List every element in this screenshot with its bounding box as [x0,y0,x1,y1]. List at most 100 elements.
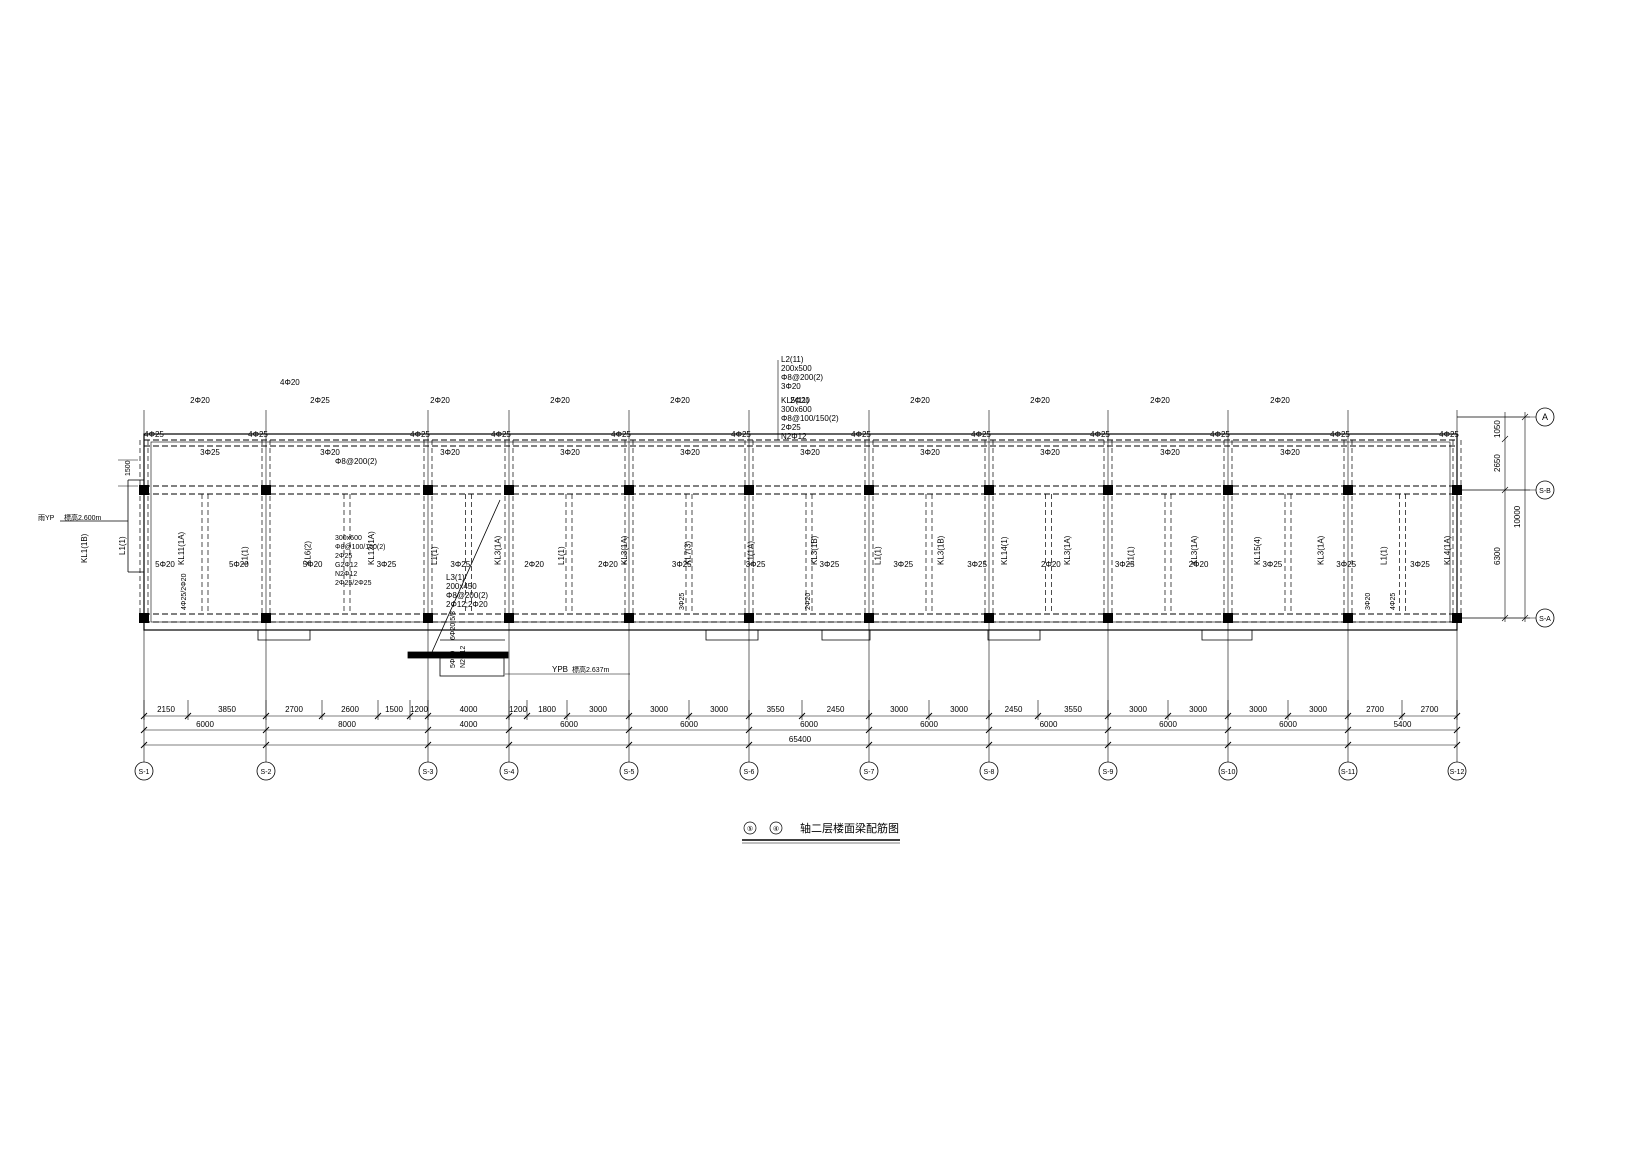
kl5-line-3: 2Φ25 [781,423,801,432]
axis-number-bubble [256,761,276,781]
corridor-label: 3Φ20 [1040,448,1060,457]
axis-number-bubble [979,761,999,781]
sub-dim: 4000 [460,705,478,714]
axis-number-bubble [619,761,639,781]
lower-label: 3Φ25 [1336,560,1356,569]
axis-number-label: S-9 [1103,769,1114,776]
bottom-dimension-lines [144,715,1457,746]
kl5-line-1: 300x600 [781,405,812,414]
sub-dim: 3850 [218,705,236,714]
column [1343,485,1353,495]
longitudinal-beams [144,439,1457,623]
transverse-beams [139,440,1462,622]
sub-dim: 2700 [1421,705,1439,714]
kl5-line-4: N2Φ12 [781,432,807,441]
right-dim-bottom: 6300 [1493,547,1502,565]
axis-number-bubble [1447,761,1467,781]
column [864,613,874,623]
corridor-label: 3Φ20 [1160,448,1180,457]
column [1343,613,1353,623]
vertical-beam-note: Φ8@100/150(2) [335,544,385,551]
title-text: 轴二层楼面梁配筋图 [800,821,899,835]
lower-label: 3Φ25 [1262,560,1282,569]
column [624,613,634,623]
corridor-label: 3Φ25 [200,448,220,457]
axis-number-label: S-1 [139,769,150,776]
support-label: 4Φ25 [1330,430,1350,439]
axis-number-label: S-8 [984,769,995,776]
sub-dim: 2700 [285,705,303,714]
vertical-beam-label: KL7(3) [683,541,692,565]
sub-dim: 1500 [385,705,403,714]
column [261,485,271,495]
title-bubble-a-label: ⑤ [747,825,753,833]
vertical-beam-label: KL3(1A) [1190,535,1199,565]
lower-label: 5Φ20 [229,560,249,569]
bay-dim: 6000 [1159,720,1177,729]
l2-line-1: 200x500 [781,364,812,373]
support-label: 4Φ25 [1210,430,1230,439]
axis-label-a: A [1542,412,1548,422]
axis-bubble-sa [1535,608,1555,628]
top-rebar-label: 2Φ20 [790,396,810,405]
sub-dim: 3000 [950,705,968,714]
bay-dim: 5400 [1394,720,1412,729]
top-rebar-label: 2Φ20 [190,396,210,405]
vertical-beam-label: KL6(2) [304,541,313,565]
axis-bubble-sb [1535,480,1555,500]
sub-dim: 3550 [767,705,785,714]
l3-line-0: L3(1) [446,573,465,582]
axis-number-bubble [499,761,519,781]
support-label: 4Φ25 [144,430,164,439]
lower-label: 5Φ20 [155,560,175,569]
kl5-line-0: KL5(11) [781,396,809,405]
stair-note-0: 6Φ20 5/3 [450,611,457,640]
bay-dim: 6000 [196,720,214,729]
column [139,613,149,623]
axis-number-bubble [1098,761,1118,781]
support-label: 4Φ25 [731,430,751,439]
beam-callout-l2: L2(11) 200x500 Φ8@200(2) 3Φ20 KL5(11) 30… [777,355,839,441]
vertical-beam-label: KL4(1A) [1443,535,1452,565]
right-dim-top: 1050 [1493,420,1502,438]
corridor-label: 3Φ20 [1280,448,1300,457]
corridor-stirrup: Φ8@200(2) [335,457,377,466]
column [984,485,994,495]
axis-number-label: S-7 [864,769,875,776]
left-dim-label: 1500 [125,460,132,476]
support-label: 4Φ25 [248,430,268,439]
vertical-beam-label: L1(1) [1127,546,1136,565]
l3-line-2: Φ8@200(2) [446,591,488,600]
vertical-beam-label: L1(1) [1380,546,1389,565]
sub-dim: 1200 [509,705,527,714]
column [1103,485,1113,495]
sub-dim: 2600 [341,705,359,714]
sub-dim: 2700 [1366,705,1384,714]
stair-note-1: 5Φ20 [450,651,457,668]
corridor-label: 3Φ20 [920,448,940,457]
bottom-note: 4Φ25/2Φ20 [181,573,188,610]
axis-number-label: S-10 [1221,769,1236,776]
entrance-canopy [407,499,509,677]
sub-dim: 3000 [890,705,908,714]
left-notes: 雨YP 標高2.600m KL1(1B) L1(1) 1500 [38,459,138,563]
kl1-label: KL1(1B) [80,533,89,563]
corridor-label: 3Φ20 [680,448,700,457]
vertical-beam-labels: KL11(1A)L1(1)KL6(2)KL12(1A)L1(1)KL3(1A)L… [177,531,1452,565]
column [624,485,634,495]
axis-number-label: S-4 [504,769,515,776]
vertical-beam-label: KL12(1A) [367,531,376,565]
bay-dim: 6000 [1040,720,1058,729]
lower-label: 2Φ20 [1189,560,1209,569]
top-rebar-label: 2Φ20 [1150,396,1170,405]
columns [139,485,1462,623]
axis-number-bubble [1218,761,1238,781]
kl5-line-2: Φ8@100/150(2) [781,414,839,423]
column [504,485,514,495]
vertical-beam-label: KL11(1A) [177,531,186,565]
wall-bumps [257,630,1253,641]
